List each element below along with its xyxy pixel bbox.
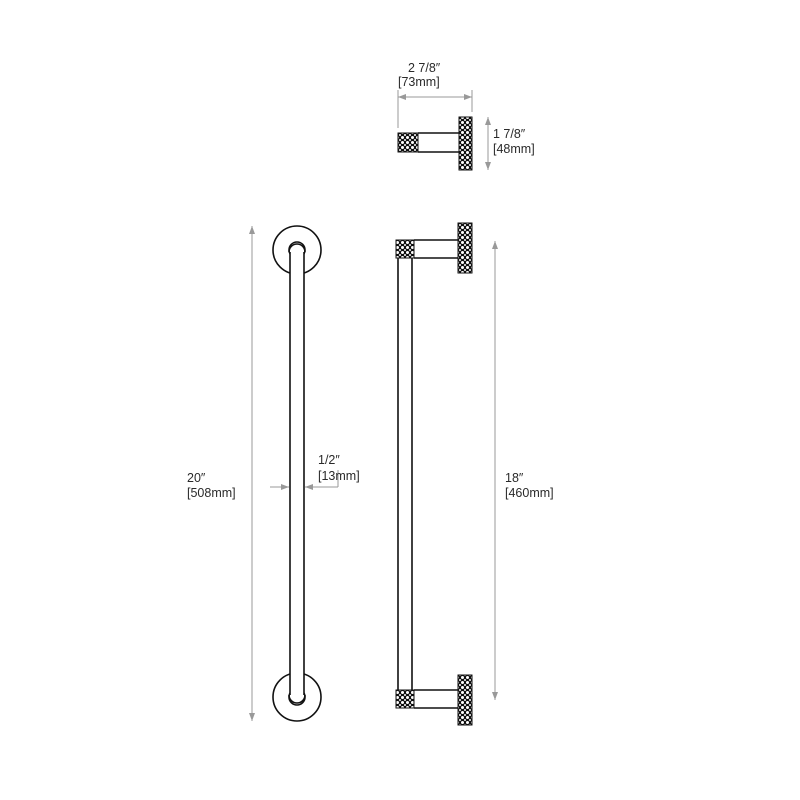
- top-width-in: 2 7/8″: [408, 61, 441, 75]
- side-view-bar: [395, 222, 473, 726]
- top-view-hook: [397, 116, 473, 171]
- side-length-mm: [460mm]: [505, 486, 554, 500]
- front-length-dimension: 20″ [508mm]: [187, 226, 255, 721]
- front-view-bar: [272, 225, 322, 722]
- top-height-in: 1 7/8″: [493, 127, 526, 141]
- side-length-dimension: 18″ [460mm]: [492, 241, 554, 700]
- front-length-mm: [508mm]: [187, 486, 236, 500]
- top-width-dimension: 2 7/8″ [73mm]: [397, 61, 473, 128]
- bar-diameter-in: 1/2″: [318, 453, 340, 467]
- front-length-in: 20″: [187, 471, 206, 485]
- bar-diameter-dimension: 1/2″ [13mm]: [270, 453, 360, 490]
- bar-diameter-mm: [13mm]: [318, 469, 360, 483]
- top-height-mm: [48mm]: [493, 142, 535, 156]
- top-width-mm: [73mm]: [398, 75, 440, 89]
- side-length-in: 18″: [505, 471, 524, 485]
- top-height-dimension: 1 7/8″ [48mm]: [485, 117, 535, 170]
